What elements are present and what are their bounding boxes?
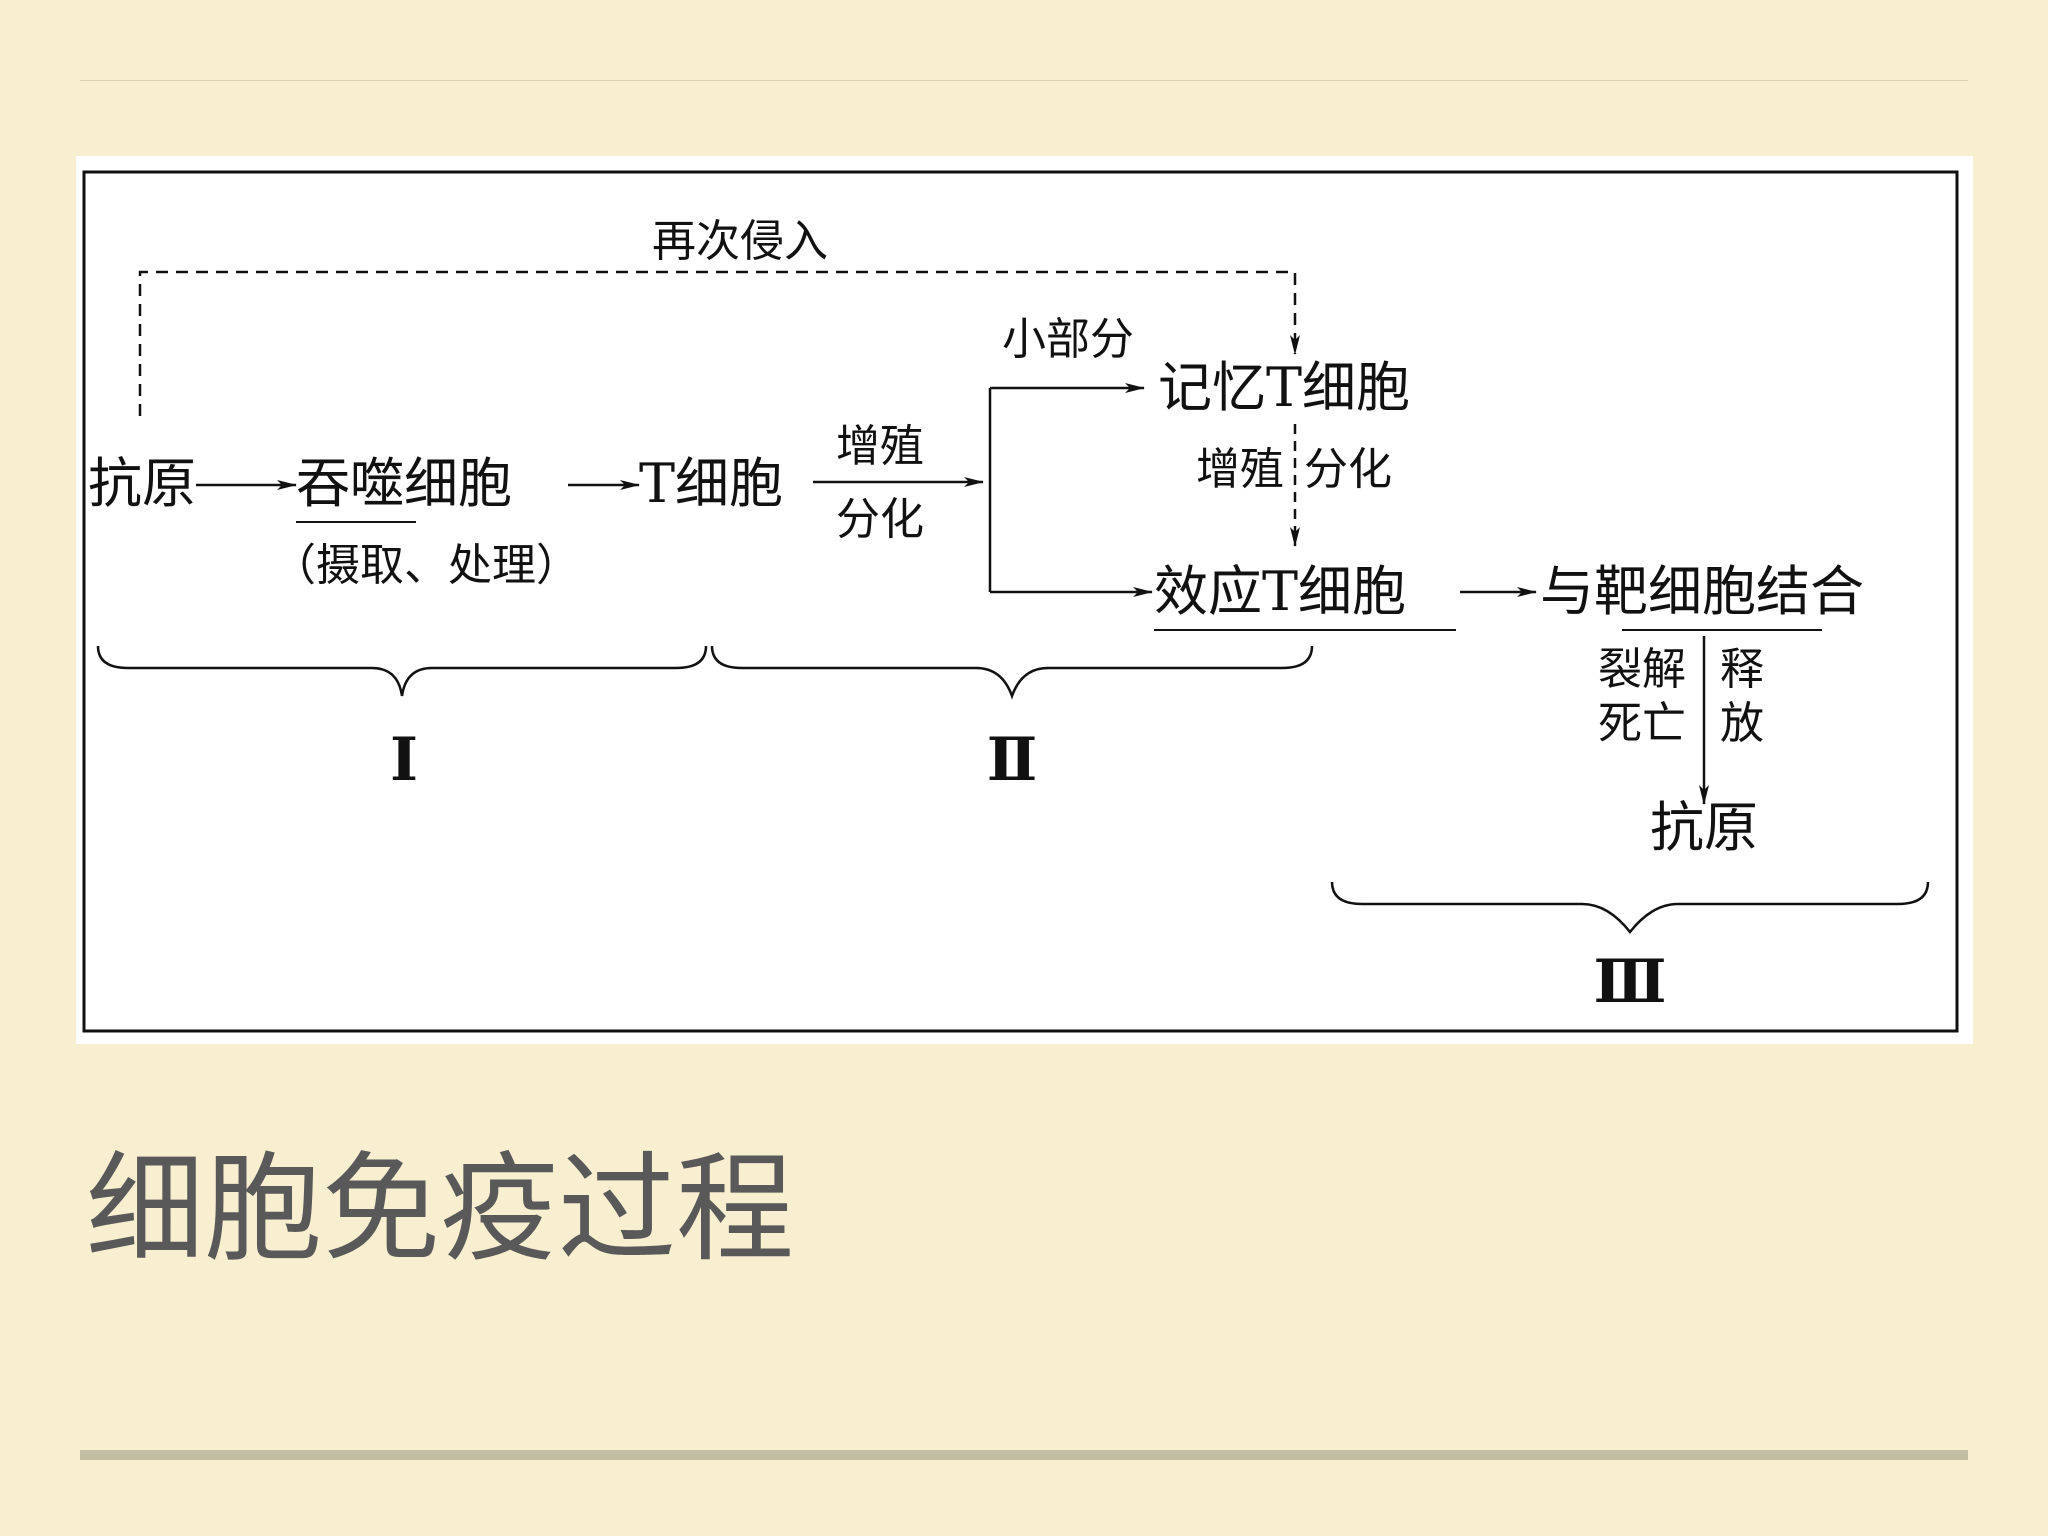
node-antigen-start: 抗原 bbox=[88, 452, 196, 515]
node-phagocyte: 吞噬细胞 bbox=[296, 452, 512, 515]
label-release-1: 释 bbox=[1720, 644, 1764, 695]
node-t-cell: T细胞 bbox=[639, 452, 783, 515]
stage-label-3: Ⅲ bbox=[1593, 947, 1666, 1017]
stage-label-1: Ⅰ bbox=[390, 725, 418, 795]
label-differentiate-bottom: 分化 bbox=[836, 494, 924, 545]
node-antigen-end: 抗原 bbox=[1650, 796, 1758, 859]
label-differentiate-right: 分化 bbox=[1304, 444, 1392, 495]
label-reinvasion: 再次侵入 bbox=[652, 216, 828, 267]
label-lysis-1: 裂解 bbox=[1598, 644, 1686, 695]
node-memory-t: 记忆T细胞 bbox=[1158, 356, 1410, 419]
brace-stage-2 bbox=[710, 645, 1314, 700]
stage-label-2: Ⅱ bbox=[987, 725, 1038, 795]
diagram-panel: 再次侵入 抗原 吞噬细胞 （摄取、处理） T细胞 增殖 分化 小部分 记忆T细胞… bbox=[76, 156, 1973, 1044]
bottom-rule bbox=[80, 1450, 1968, 1460]
brace-stage-1 bbox=[96, 645, 708, 697]
label-proliferate-top: 增殖 bbox=[836, 421, 924, 472]
reinvasion-dashed-line bbox=[138, 270, 1300, 416]
label-release-2: 放 bbox=[1720, 698, 1764, 749]
cell-immunity-diagram: 再次侵入 抗原 吞噬细胞 （摄取、处理） T细胞 增殖 分化 小部分 记忆T细胞… bbox=[82, 170, 1959, 1033]
slide-title: 细胞免疫过程 bbox=[86, 1140, 795, 1278]
note-phagocyte: （摄取、处理） bbox=[272, 540, 580, 591]
label-proliferate-left: 增殖 bbox=[1196, 444, 1284, 495]
label-lysis-2: 死亡 bbox=[1598, 698, 1686, 749]
brace-stage-3 bbox=[1330, 881, 1930, 935]
top-rule bbox=[80, 80, 1968, 81]
node-bind-target: 与靶细胞结合 bbox=[1540, 560, 1864, 623]
label-small-part: 小部分 bbox=[1002, 314, 1134, 365]
node-effector-t: 效应T细胞 bbox=[1154, 560, 1406, 623]
diagram-frame bbox=[82, 170, 1959, 1033]
